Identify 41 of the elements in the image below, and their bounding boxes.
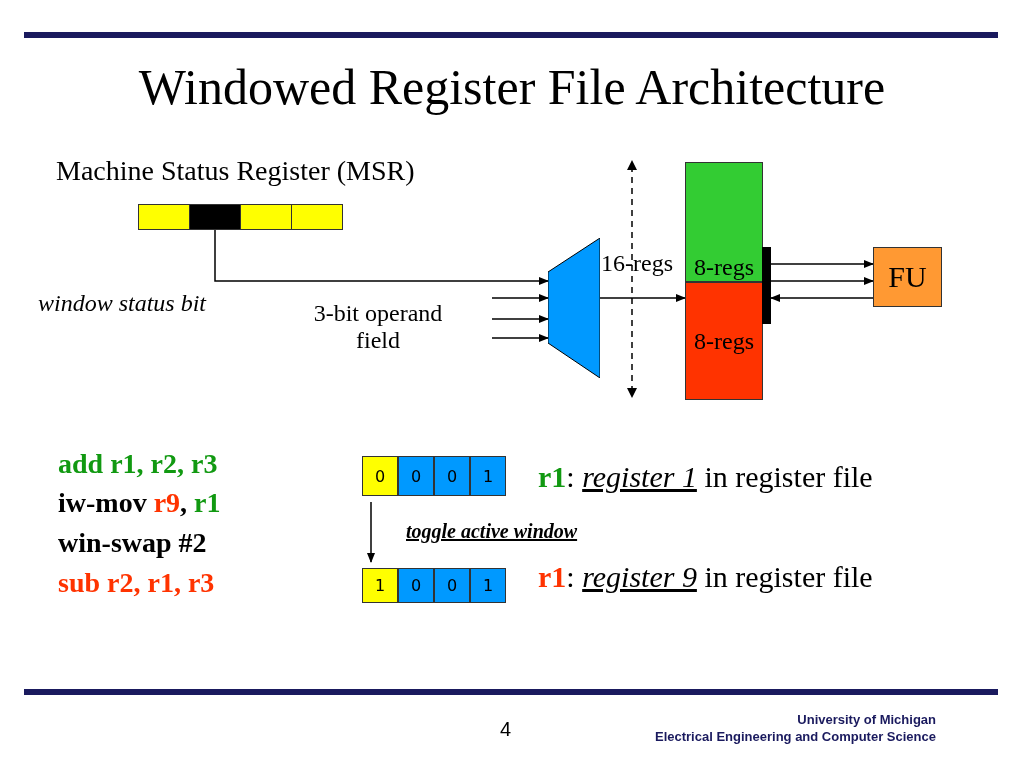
register-bank: 8-regs (685, 162, 763, 282)
bit-cell: 0 (434, 456, 470, 496)
arrow (367, 501, 375, 563)
title: Windowed Register File Architecture (137, 58, 887, 116)
bit-cell: 0 (398, 456, 434, 496)
bit-cell: 0 (434, 568, 470, 603)
code-line: sub r2, r1, r3 (58, 567, 215, 599)
bus-label: 16-regs (601, 250, 673, 277)
arrow (770, 260, 874, 268)
register-cell (138, 204, 190, 230)
register-bank: 8-regs (685, 282, 763, 400)
arrow (599, 294, 686, 302)
edge-label: toggle active window (406, 520, 578, 543)
description: r1: register 9 in register file (538, 560, 873, 594)
page-number: 4 (500, 718, 512, 741)
code-line: iw-mov r9, r1 (58, 487, 221, 519)
bit-cell: 1 (470, 456, 506, 496)
affiliation: Electrical Engineering and Computer Science (653, 729, 936, 744)
code-line: add r1, r2, r3 (58, 448, 218, 480)
functional-unit-box: FU (873, 247, 942, 307)
register-cell (291, 204, 343, 230)
code-line: win-swap #2 (58, 527, 207, 559)
register-cell (240, 204, 292, 230)
bit-cell: 0 (362, 456, 398, 496)
arrow (770, 294, 874, 302)
arrow (214, 229, 549, 285)
arrow (491, 334, 549, 342)
port-bar (762, 247, 771, 324)
arrow (770, 277, 874, 285)
bit-cell: 1 (362, 568, 398, 603)
register-cell (189, 204, 241, 230)
arrow (491, 294, 549, 302)
arrow (491, 315, 549, 323)
bit-cell: 0 (398, 568, 434, 603)
annotation: window status bit (38, 290, 207, 317)
bit-cell: 1 (470, 568, 506, 603)
affiliation: University of Michigan (796, 712, 936, 727)
description: r1: register 1 in register file (538, 460, 873, 494)
multiplexer (548, 238, 600, 378)
annotation: 3-bit operand field (312, 300, 444, 354)
register-title: Machine Status Register (MSR) (56, 155, 416, 187)
